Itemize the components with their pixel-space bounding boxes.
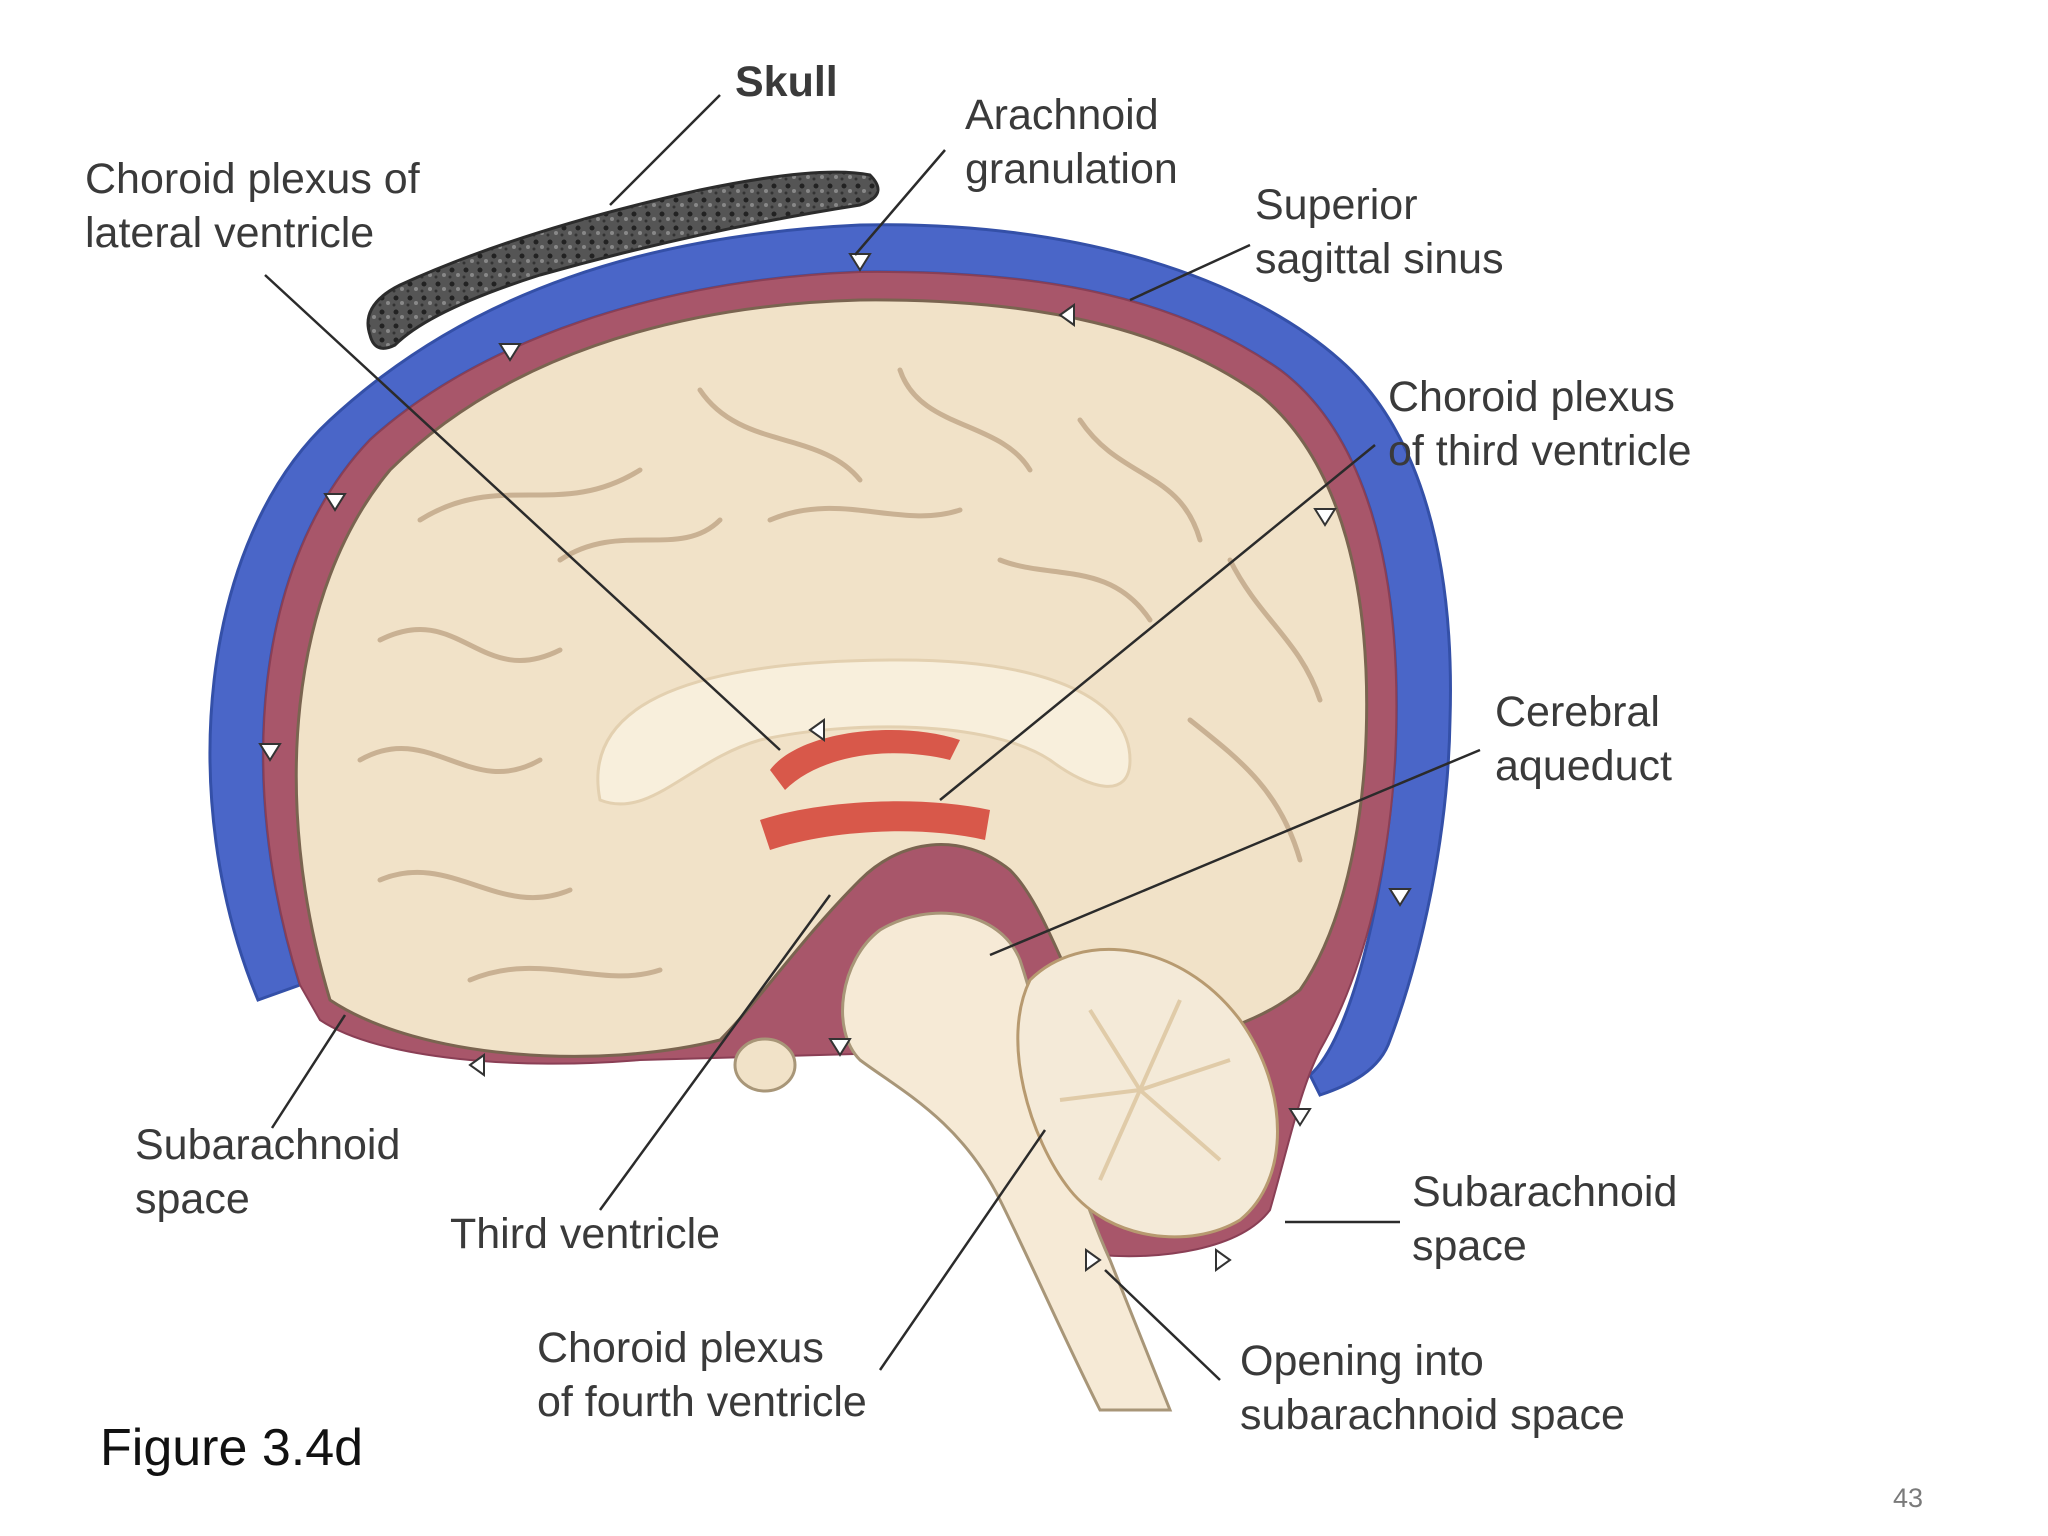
- label-skull: Skull: [735, 58, 838, 106]
- label-opening-into-subarachnoid: Opening into subarachnoid space: [1240, 1337, 1625, 1439]
- pituitary: [733, 1037, 797, 1093]
- label-superior-sagittal-sinus: Superior sagittal sinus: [1255, 181, 1504, 283]
- brainstem: [841, 911, 1173, 1412]
- leader-opening: [1104, 1269, 1221, 1381]
- leader-subarachnoid-left: [270, 1014, 347, 1129]
- leader-arachnoid-granulation: [854, 149, 946, 256]
- leader-third-ventricle: [598, 894, 832, 1211]
- leader-skull: [609, 94, 721, 206]
- figure-caption: Figure 3.4d: [100, 1419, 364, 1477]
- csf-flow-arrows: [258, 253, 1412, 1272]
- leader-lines: [264, 94, 1481, 1381]
- cerebellum: [1016, 947, 1279, 1239]
- lateral-ventricle: [770, 730, 960, 790]
- page-number: 43: [1893, 1483, 1924, 1513]
- leader-choroid-fourth: [878, 1129, 1047, 1371]
- label-cerebral-aqueduct: Cerebral aqueduct: [1495, 688, 1672, 790]
- leader-choroid-lateral: [264, 274, 781, 751]
- label-choroid-plexus-lateral: Choroid plexus of lateral ventricle: [85, 155, 420, 257]
- arbor-vitae: [1059, 999, 1231, 1181]
- label-subarachnoid-space-right: Subarachnoid space: [1412, 1168, 1678, 1270]
- skull-fragment: [366, 170, 880, 350]
- label-subarachnoid-space-left: Subarachnoid space: [135, 1121, 401, 1223]
- third-ventricle-choroid: [760, 801, 990, 850]
- label-choroid-plexus-third: Choroid plexus of third ventricle: [1388, 373, 1692, 475]
- leader-cerebral-aqueduct: [989, 748, 1481, 957]
- gyri-lines: [357, 367, 1323, 983]
- label-third-ventricle: Third ventricle: [450, 1210, 721, 1258]
- label-choroid-plexus-fourth: Choroid plexus of fourth ventricle: [537, 1324, 867, 1426]
- corpus-callosum: [596, 658, 1132, 806]
- leader-superior-sagittal-sinus: [1129, 243, 1251, 302]
- label-arachnoid-granulation: Arachnoid granulation: [965, 91, 1178, 193]
- leader-choroid-third: [939, 444, 1376, 801]
